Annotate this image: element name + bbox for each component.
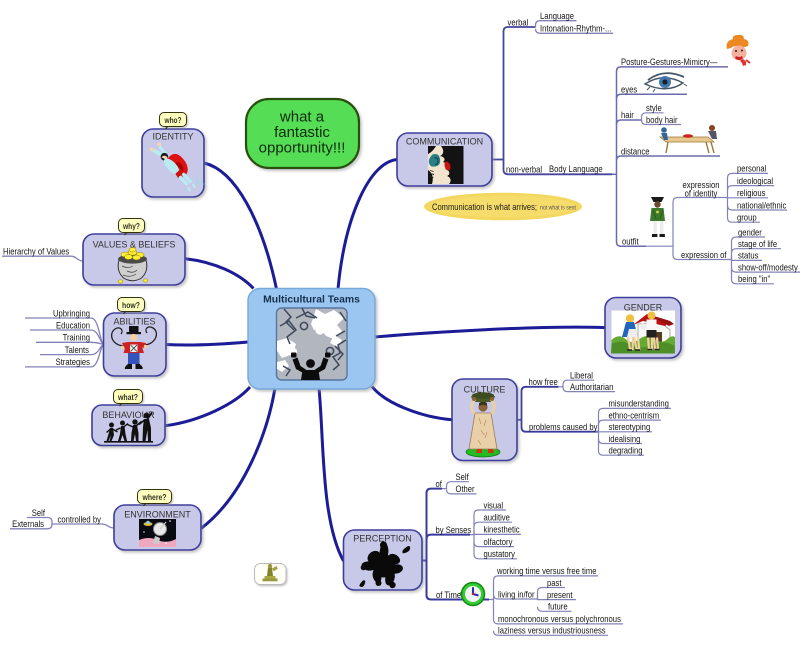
svg-text:body hair: body hair [646,115,678,125]
svg-text:GENDER: GENDER [624,302,663,312]
svg-text:opportunity!!!: opportunity!!! [259,140,346,157]
svg-text:PERCEPTION: PERCEPTION [353,533,412,543]
svg-text:stereotyping: stereotyping [609,422,651,432]
svg-text:visual: visual [484,500,504,510]
svg-text:where?: where? [142,493,167,502]
svg-text:problems caused by: problems caused by [529,422,598,432]
svg-text:ABILITIES: ABILITIES [113,316,155,326]
svg-text:Other: Other [456,484,475,494]
svg-text:ideological: ideological [737,176,773,186]
svg-text:Posture-Gestures-Mimicry—: Posture-Gestures-Mimicry— [621,57,718,67]
svg-text:of identity: of identity [685,189,718,199]
svg-text:what?: what? [117,393,138,402]
svg-text:laziness versus industriousnes: laziness versus industriousness [498,626,606,636]
svg-text:eyes: eyes [621,85,638,95]
svg-text:expression: expression [683,180,720,190]
svg-text:monochronous versus polychrono: monochronous versus polychronous [498,614,621,624]
svg-text:hair: hair [621,110,634,120]
svg-text:idealising: idealising [609,434,641,444]
svg-text:group: group [737,213,757,223]
svg-text:Strategies: Strategies [56,357,91,367]
svg-text:who?: who? [164,116,182,125]
svg-text:Education: Education [56,320,90,330]
svg-text:working time versus free time: working time versus free time [496,566,596,576]
svg-text:how free: how free [529,377,558,387]
svg-text:style: style [646,103,662,113]
svg-text:gender: gender [738,227,762,237]
svg-text:how?: how? [122,301,140,310]
svg-text:Authoritarian: Authoritarian [570,382,613,392]
svg-text:olfactory: olfactory [484,537,513,547]
svg-text:Liberal: Liberal [570,371,593,381]
svg-text:personal: personal [737,164,766,174]
svg-text:Training: Training [63,333,90,343]
svg-text:future: future [548,602,568,612]
svg-text:expression of: expression of [681,250,727,260]
svg-text:VALUES & BELIEFS: VALUES & BELIEFS [93,239,176,249]
svg-text:living in/for: living in/for [498,589,535,599]
svg-text:of Time: of Time [436,590,461,600]
svg-text:present: present [547,590,573,600]
svg-text:why?: why? [122,222,140,231]
svg-text:misunderstanding: misunderstanding [609,399,669,409]
svg-text:being "in": being "in" [738,274,770,284]
svg-text:Communication is what arrives;: Communication is what arrives; [432,202,537,212]
svg-text:verbal: verbal [508,18,529,28]
svg-text:auditive: auditive [484,513,510,523]
svg-text:past: past [547,578,562,588]
svg-text:religious: religious [737,188,766,198]
svg-text:status: status [738,251,759,261]
svg-text:gustatory: gustatory [484,549,516,559]
svg-text:Self: Self [32,508,46,518]
svg-text:not what is sent: not what is sent [540,205,576,212]
svg-text:Multicultural Teams: Multicultural Teams [263,295,360,306]
svg-text:Hierarchy of Values: Hierarchy of Values [3,247,70,257]
svg-text:by Senses: by Senses [436,525,472,535]
svg-text:COMMUNICATION: COMMUNICATION [406,136,483,146]
svg-text:Externals: Externals [12,519,44,529]
svg-text:IDENTITY: IDENTITY [152,131,193,141]
svg-text:Upbringing: Upbringing [53,308,90,318]
svg-text:Self: Self [456,472,470,482]
svg-text:ethno-centrism: ethno-centrism [609,410,660,420]
svg-text:what a: what a [279,109,325,126]
svg-text:Talents: Talents [65,345,90,355]
svg-text:kinesthetic: kinesthetic [484,525,521,535]
svg-text:fantastic: fantastic [274,124,330,141]
svg-text:Intonation-Rhythm-...: Intonation-Rhythm-... [540,24,611,34]
svg-text:non-verbal: non-verbal [506,165,542,175]
svg-text:ENVIRONMENT: ENVIRONMENT [124,510,191,520]
svg-text:Language: Language [540,11,574,21]
svg-text:BEHAVIOUR: BEHAVIOUR [102,410,155,420]
svg-text:national/ethnic: national/ethnic [737,200,787,210]
svg-text:distance: distance [621,146,650,156]
svg-text:Body Language: Body Language [549,164,603,174]
svg-text:degrading: degrading [609,446,643,456]
svg-text:of: of [436,479,443,489]
svg-text:CULTURE: CULTURE [464,384,506,394]
svg-text:controlled by: controlled by [58,514,102,524]
svg-text:show-off/modesty: show-off/modesty [738,262,798,272]
svg-text:stage of life: stage of life [738,239,777,249]
svg-text:outfit: outfit [622,237,639,247]
